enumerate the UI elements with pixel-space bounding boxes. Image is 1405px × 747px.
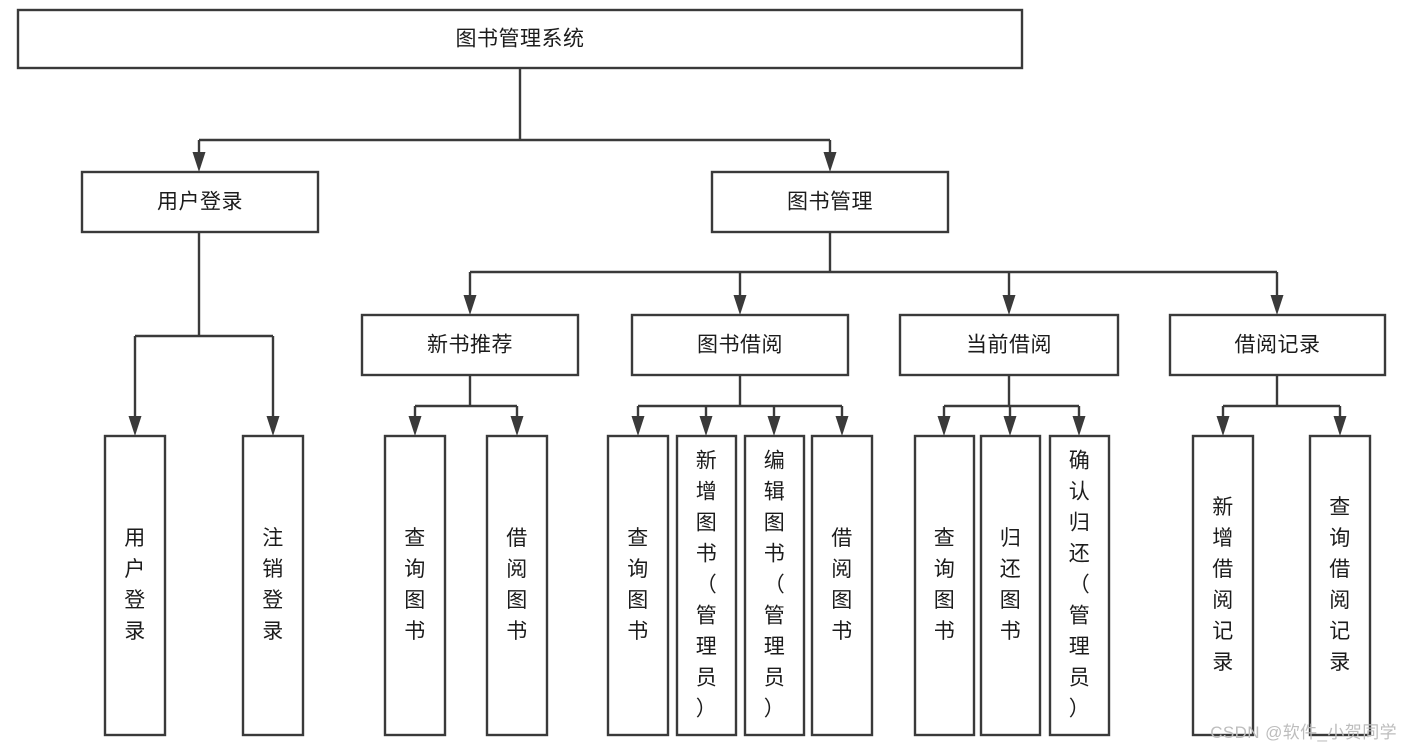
node-label-book-borrow: 图书借阅: [697, 334, 783, 357]
nodes-layer: 图书管理系统用户登录图书管理新书推荐图书借阅当前借阅借阅记录用户登录注销登录查询…: [16, 8, 1387, 737]
node-book-management[interactable]: 图书管理: [710, 170, 950, 234]
node-label-leaf-logout: 注销登录: [262, 527, 284, 643]
node-leaf-query-borrow-record[interactable]: 查询借阅记录: [1308, 434, 1372, 737]
node-box-leaf-edit-book-admin[interactable]: [743, 434, 806, 737]
node-box-root[interactable]: [16, 8, 1024, 70]
connector-group-bookborrow-to-leaves: [631, 375, 849, 436]
arrow-head-icon: [767, 416, 781, 436]
node-leaf-query-book-rec[interactable]: 查询图书: [383, 434, 447, 737]
node-book-borrow[interactable]: 图书借阅: [630, 313, 850, 377]
node-leaf-add-book-admin[interactable]: 新增图书（管理员）: [675, 434, 738, 737]
node-label-leaf-query-borrow-record: 查询借阅记录: [1329, 496, 1351, 674]
node-leaf-query-book-cur[interactable]: 查询图书: [913, 434, 976, 737]
node-leaf-edit-book-admin[interactable]: 编辑图书（管理员）: [743, 434, 806, 737]
connector-group-root-to-level2: [192, 68, 837, 172]
connector-group-userlogin-to-leaves: [128, 232, 280, 436]
connectors-layer: [128, 68, 1347, 436]
arrow-head-icon: [1333, 416, 1347, 436]
arrow-head-icon: [192, 152, 206, 172]
node-box-leaf-add-borrow-record[interactable]: [1191, 434, 1255, 737]
node-label-root: 图书管理系统: [456, 28, 585, 51]
node-box-new-book-recommend[interactable]: [360, 313, 580, 377]
node-leaf-add-borrow-record[interactable]: 新增借阅记录: [1191, 434, 1255, 737]
node-label-leaf-user-login: 用户登录: [124, 527, 146, 643]
node-root[interactable]: 图书管理系统: [16, 8, 1024, 70]
arrow-head-icon: [823, 152, 837, 172]
node-label-new-book-recommend: 新书推荐: [427, 334, 513, 357]
arrow-head-icon: [510, 416, 524, 436]
node-label-leaf-borrow-book-bor: 借阅图书: [831, 527, 853, 643]
node-label-book-management: 图书管理: [787, 191, 873, 214]
node-label-leaf-return-book: 归还图书: [1000, 527, 1022, 643]
node-label-leaf-add-borrow-record: 新增借阅记录: [1212, 496, 1234, 674]
connector-group-borrowrecord-to-leaves: [1216, 375, 1347, 436]
arrow-head-icon: [835, 416, 849, 436]
node-box-book-borrow[interactable]: [630, 313, 850, 377]
node-label-leaf-confirm-return-admin: 确认归还（管理员）: [1069, 450, 1091, 721]
arrow-head-icon: [463, 295, 477, 315]
arrow-head-icon: [128, 416, 142, 436]
node-label-user-login: 用户登录: [157, 191, 243, 214]
connector-group-bookmgmt-to-level3: [463, 232, 1284, 315]
node-box-current-borrow[interactable]: [898, 313, 1120, 377]
node-box-user-login[interactable]: [80, 170, 320, 234]
node-user-login[interactable]: 用户登录: [80, 170, 320, 234]
node-label-borrow-record: 借阅记录: [1235, 334, 1321, 357]
connector-group-newbook-to-leaves: [408, 375, 524, 436]
node-box-leaf-query-book-cur[interactable]: [913, 434, 976, 737]
watermark-label: CSDN @软件_小贺同学: [1210, 723, 1397, 742]
connector-group-currentborrow-to-leaves: [937, 375, 1086, 436]
arrow-head-icon: [1216, 416, 1230, 436]
node-label-leaf-add-book-admin: 新增图书（管理员）: [696, 450, 718, 721]
arrow-head-icon: [266, 416, 280, 436]
arrow-head-icon: [1072, 416, 1086, 436]
node-leaf-query-book-bor[interactable]: 查询图书: [606, 434, 670, 737]
node-leaf-borrow-book-bor[interactable]: 借阅图书: [810, 434, 874, 737]
node-box-book-management[interactable]: [710, 170, 950, 234]
node-box-leaf-logout[interactable]: [241, 434, 305, 737]
node-box-leaf-query-borrow-record[interactable]: [1308, 434, 1372, 737]
arrow-head-icon: [408, 416, 422, 436]
node-box-leaf-borrow-book-rec[interactable]: [485, 434, 549, 737]
node-leaf-return-book[interactable]: 归还图书: [979, 434, 1042, 737]
node-leaf-logout[interactable]: 注销登录: [241, 434, 305, 737]
node-new-book-recommend[interactable]: 新书推荐: [360, 313, 580, 377]
node-leaf-user-login[interactable]: 用户登录: [103, 434, 167, 737]
node-label-leaf-query-book-cur: 查询图书: [934, 527, 956, 643]
arrow-head-icon: [631, 416, 645, 436]
node-label-current-borrow: 当前借阅: [966, 334, 1052, 357]
arrow-head-icon: [1002, 295, 1016, 315]
node-current-borrow[interactable]: 当前借阅: [898, 313, 1120, 377]
node-box-leaf-add-book-admin[interactable]: [675, 434, 738, 737]
node-box-leaf-query-book-rec[interactable]: [383, 434, 447, 737]
node-box-leaf-query-book-bor[interactable]: [606, 434, 670, 737]
node-box-leaf-user-login[interactable]: [103, 434, 167, 737]
node-label-leaf-borrow-book-rec: 借阅图书: [506, 527, 528, 643]
node-label-leaf-query-book-rec: 查询图书: [404, 527, 426, 643]
node-borrow-record[interactable]: 借阅记录: [1168, 313, 1387, 377]
node-box-leaf-confirm-return-admin[interactable]: [1048, 434, 1111, 737]
arrow-head-icon: [699, 416, 713, 436]
arrow-head-icon: [937, 416, 951, 436]
node-box-leaf-borrow-book-bor[interactable]: [810, 434, 874, 737]
node-label-leaf-query-book-bor: 查询图书: [627, 527, 649, 643]
node-label-leaf-edit-book-admin: 编辑图书（管理员）: [764, 450, 786, 721]
node-leaf-borrow-book-rec[interactable]: 借阅图书: [485, 434, 549, 737]
node-box-borrow-record[interactable]: [1168, 313, 1387, 377]
arrow-head-icon: [733, 295, 747, 315]
arrow-head-icon: [1003, 416, 1017, 436]
node-box-leaf-return-book[interactable]: [979, 434, 1042, 737]
node-leaf-confirm-return-admin[interactable]: 确认归还（管理员）: [1048, 434, 1111, 737]
arrow-head-icon: [1270, 295, 1284, 315]
